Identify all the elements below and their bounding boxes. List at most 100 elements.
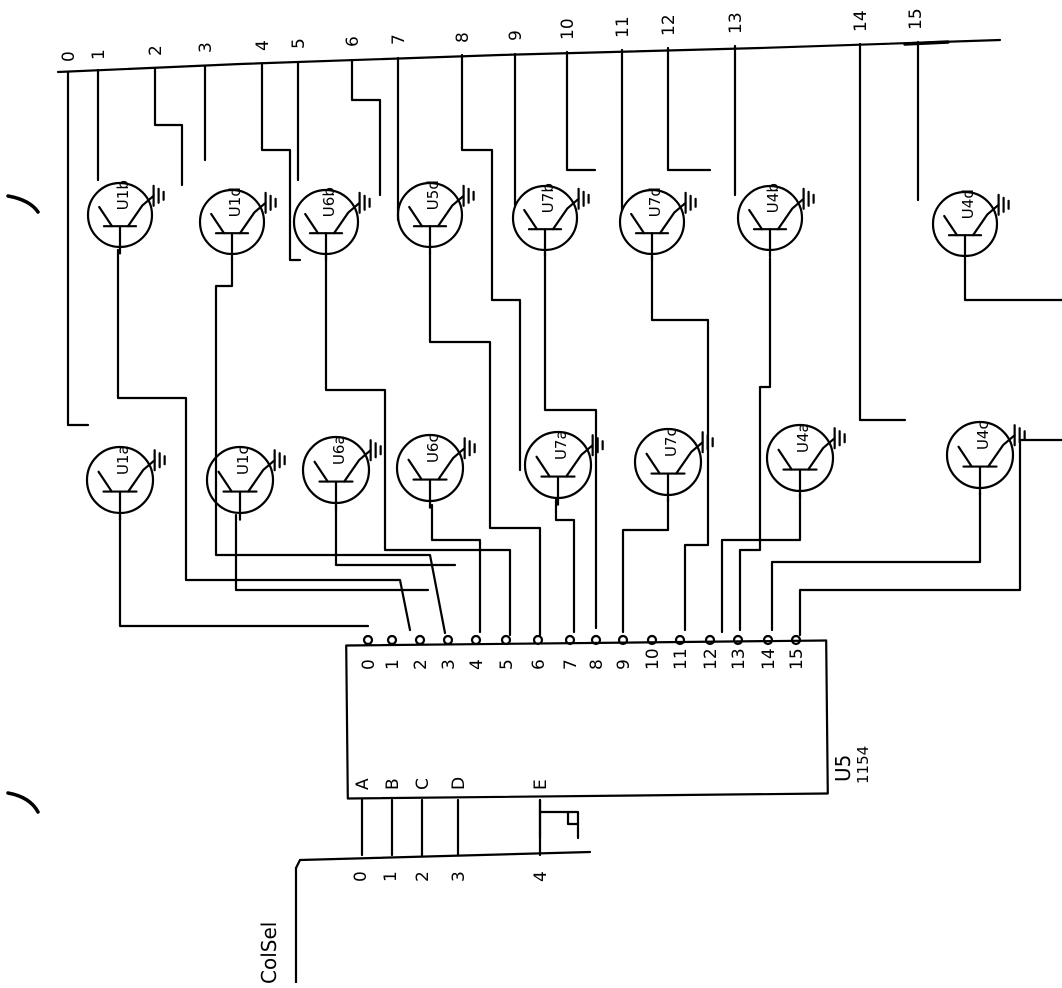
enable-tie-wire — [538, 798, 580, 840]
wire-trace — [621, 496, 670, 634]
bus-line-label: 11 — [613, 16, 633, 38]
margin-mark-top — [6, 194, 40, 214]
output-pin-label: 14 — [759, 648, 779, 670]
transistor-label: U4a — [794, 423, 812, 453]
wire-trace — [798, 438, 1062, 637]
transistor-label: U5d — [424, 180, 442, 210]
transistor-bottom: U7a — [523, 430, 604, 506]
output-pin — [564, 634, 576, 646]
wire-trace — [324, 253, 512, 637]
transistor-label: U7c — [662, 428, 680, 457]
wire-trace — [430, 503, 482, 634]
wire-trace — [234, 513, 430, 592]
input-pin-label: C — [413, 778, 433, 790]
transistor-bottom: U4c — [945, 420, 1026, 496]
output-pin-label: 1 — [383, 659, 403, 670]
output-pin-label: 10 — [643, 648, 663, 670]
output-pin — [617, 634, 629, 646]
transistor-label: U7a — [552, 430, 570, 460]
wire-trace — [460, 53, 522, 472]
colsel-line-label: 3 — [449, 871, 469, 882]
output-pin — [732, 634, 744, 646]
transistor-bottom: U4a — [765, 423, 846, 499]
transistor-top: U1d — [198, 187, 277, 262]
input-pin-label: A — [353, 778, 373, 790]
transistor-top: U5d — [396, 180, 475, 255]
output-pin — [414, 634, 426, 646]
colsel-line-label: 4 — [531, 871, 551, 882]
output-pin-label: 3 — [439, 659, 459, 670]
output-pin — [386, 634, 398, 646]
transistor-top: U4d — [931, 189, 1010, 264]
output-pin-label: 9 — [614, 659, 634, 670]
bus-line-label: 13 — [726, 12, 746, 34]
transistor-label: U4c — [974, 421, 992, 450]
output-pin — [590, 634, 602, 646]
transistor-bottom: U1a — [85, 445, 166, 521]
transistor-label: U6c — [424, 434, 442, 463]
output-pin-label: 6 — [529, 659, 549, 670]
decoder-part-label: 1154 — [854, 746, 872, 784]
transistor-bottom: U6a — [301, 435, 382, 511]
transistor-label: U1d — [226, 187, 244, 217]
bus-line-label: 8 — [453, 32, 473, 43]
output-pin — [790, 634, 802, 646]
transistor-label: U7d — [646, 187, 664, 217]
bus-line-label: 2 — [146, 45, 166, 56]
transistor-label: U1a — [114, 445, 132, 475]
input-pin-label: B — [383, 778, 403, 790]
wire-trace — [720, 492, 802, 634]
bus-line-label: 0 — [59, 51, 79, 62]
transistor-top: U1b — [86, 180, 165, 255]
colsel-label: ColSel — [257, 922, 281, 983]
decoder-ref-label: U5 — [831, 755, 855, 782]
wire-trace — [118, 513, 370, 628]
transistor-label: U1c — [234, 446, 252, 475]
wire-trace — [858, 42, 907, 422]
bus-line-label: 5 — [289, 38, 309, 49]
transistor-bottom: U7c — [633, 427, 714, 503]
output-pin-label: 11 — [671, 648, 691, 670]
bus-line-label: 12 — [659, 14, 679, 36]
output-pin-label: 0 — [359, 659, 379, 670]
margin-mark-bottom — [6, 791, 40, 814]
colsel-bus-line — [294, 850, 592, 870]
transistor-top: U7d — [618, 187, 697, 262]
top-bus-line — [56, 38, 1002, 74]
transistor-bottom: U1c — [205, 445, 286, 521]
output-pin-label: 2 — [411, 659, 431, 670]
output-pin-label: 12 — [701, 648, 721, 670]
output-pin — [646, 634, 658, 646]
bus-line-label: 4 — [253, 40, 273, 51]
transistor-top: U7b — [511, 183, 590, 258]
output-pin-label: 4 — [467, 659, 487, 670]
output-pin-label: 15 — [787, 648, 807, 670]
wire-trace — [543, 250, 598, 630]
bus-line-label: 6 — [343, 36, 363, 47]
output-pin — [532, 634, 544, 646]
output-pin — [674, 634, 686, 646]
transistor-label: U6b — [320, 187, 338, 217]
bus-line-label: 1 — [89, 49, 109, 60]
output-pin — [362, 634, 374, 646]
output-pin-label: 5 — [497, 659, 517, 670]
bus-end-mark — [903, 40, 950, 46]
wire-trace — [116, 248, 412, 632]
transistor-top: U4b — [736, 183, 815, 258]
output-pin — [762, 634, 774, 646]
wire-trace — [334, 503, 457, 567]
bus-line-label: 3 — [196, 42, 216, 53]
transistor-top: U6b — [292, 187, 371, 262]
wiring — [66, 40, 1062, 637]
wire-trace — [153, 66, 184, 187]
wire-trace — [350, 58, 382, 197]
output-pin — [500, 634, 512, 646]
output-pin — [442, 634, 454, 646]
wire-trace — [738, 256, 772, 632]
